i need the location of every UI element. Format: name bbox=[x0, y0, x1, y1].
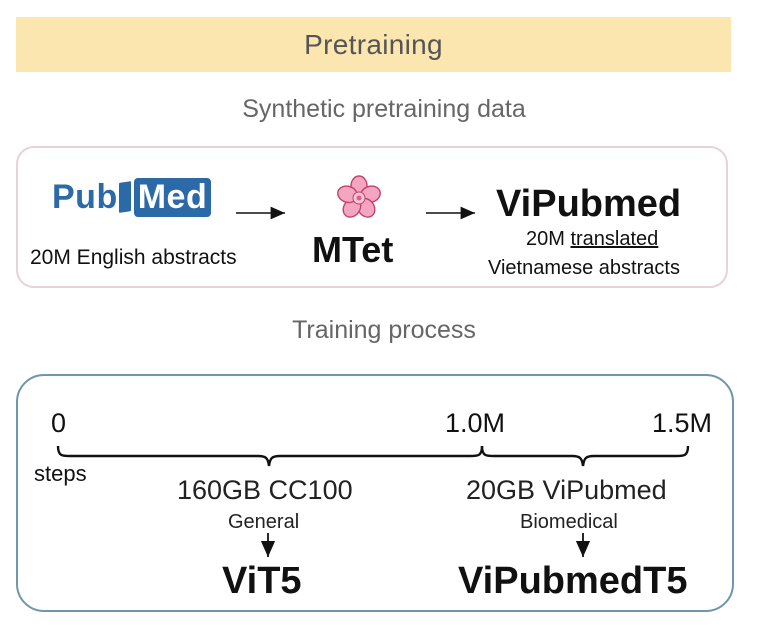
synthetic-data-panel bbox=[16, 146, 728, 288]
segment-1-model: ViT5 bbox=[222, 560, 302, 602]
pretraining-banner: Pretraining bbox=[16, 17, 731, 72]
section-title-synthetic-data: Synthetic pretraining data bbox=[242, 95, 526, 123]
target-name: ViPubmed bbox=[496, 183, 682, 225]
cherry-blossom-icon bbox=[337, 175, 381, 218]
training-process-panel bbox=[16, 374, 734, 612]
pubmed-logo-pub: Pub bbox=[52, 178, 118, 216]
section-title-training: Training process bbox=[292, 316, 476, 344]
tick-label-1: 1.0M bbox=[445, 408, 506, 438]
steps-label: steps bbox=[34, 461, 87, 486]
pubmed-logo-med: Med bbox=[133, 178, 212, 217]
segment-1-domain: General bbox=[228, 511, 300, 533]
source-caption: 20M English abstracts bbox=[30, 246, 237, 269]
segment-1-data: 160GB CC100 bbox=[177, 475, 353, 505]
target-translated: translated bbox=[570, 228, 659, 250]
translator-name: MTet bbox=[312, 229, 394, 270]
brace-segment-2 bbox=[480, 445, 690, 467]
segment-2-domain: Biomedical bbox=[520, 511, 618, 533]
banner-title: Pretraining bbox=[304, 28, 443, 60]
target-count: 20M bbox=[526, 228, 565, 250]
pubmed-logo: Pub Med bbox=[52, 178, 212, 217]
segment-2-data: 20GB ViPubmed bbox=[466, 475, 667, 505]
segment-2-model: ViPubmedT5 bbox=[458, 560, 688, 602]
tick-label-2: 1.5M bbox=[652, 408, 713, 438]
target-caption-line2: Vietnamese abstracts bbox=[488, 257, 680, 279]
target-caption-line1: 20M translated bbox=[526, 228, 658, 251]
tick-label-0: 0 bbox=[51, 408, 67, 438]
brace-segment-1 bbox=[56, 445, 484, 467]
